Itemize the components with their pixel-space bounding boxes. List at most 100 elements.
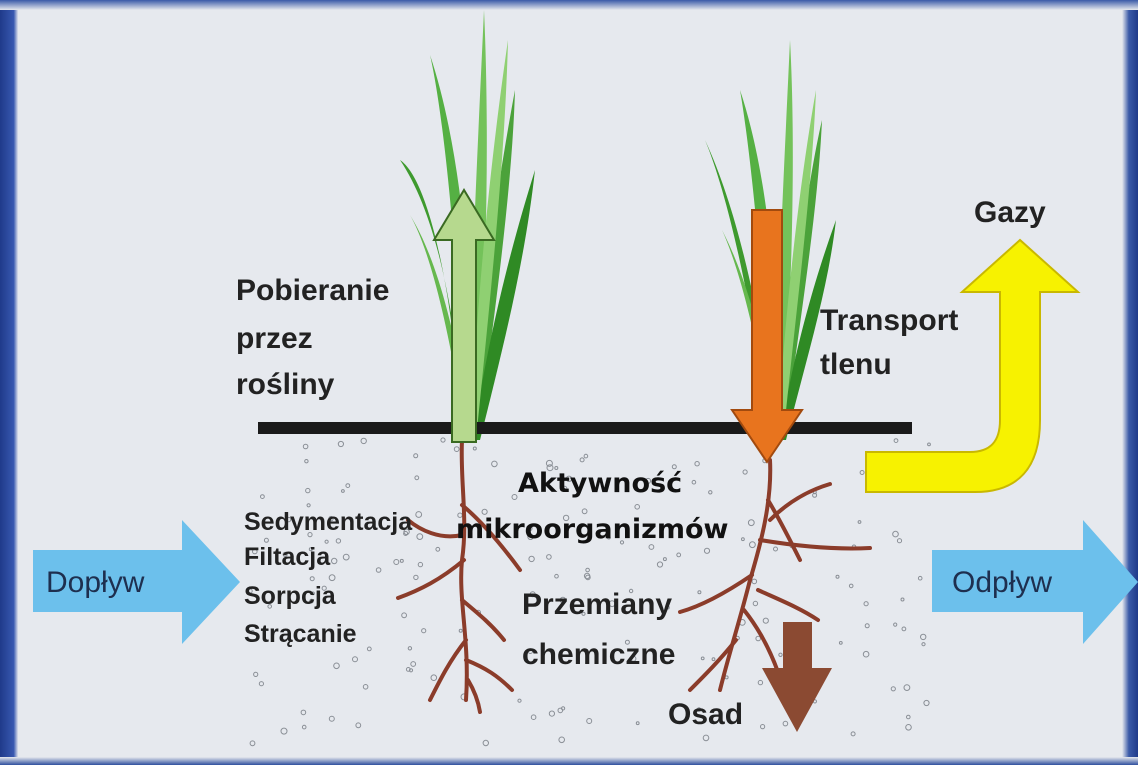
soil-particle [394,560,399,565]
soil-particle [310,577,314,581]
soil-particle [334,663,340,669]
soil-particle [701,657,704,660]
processes-label: Sedymentacja Filtacja Sorpcja Strącanie [244,508,419,648]
activity-line-2: mikroorganizmów [456,514,728,545]
soil-particle [518,699,521,702]
soil-particle [261,495,265,499]
soil-particle [897,539,901,543]
inflow-label: Dopływ [46,566,145,599]
soil-particle [748,520,754,526]
soil-particle [893,531,899,537]
soil-particle [555,574,559,578]
soil-particle [663,558,666,561]
ground-surface-line [258,422,912,434]
soil-particle [559,737,565,743]
soil-particle [342,490,345,493]
soil-particle [250,741,255,746]
soil-particle [712,658,715,661]
soil-particle [307,504,310,507]
soil-particle [415,476,419,480]
soil-particle [376,568,381,573]
soil-particle [346,484,350,488]
soil-particle [928,443,931,446]
sediment-label: Osad [668,698,743,731]
soil-particle [343,554,349,560]
soil-particle [657,562,662,567]
soil-particle [774,547,778,551]
process-filtration: Filtacja [244,543,331,571]
soil-particle [865,624,869,628]
soil-particle [907,715,911,719]
process-sorption: Sorpcja [244,582,337,610]
soil-particle [698,591,701,594]
activity-line-1: Aktywność [518,468,682,499]
soil-particle [546,460,552,466]
soil-particle [709,491,712,494]
soil-particle [851,732,855,736]
soil-particle [281,728,287,734]
soil-particle [529,556,534,561]
soil-particle [492,461,498,467]
soil-particle [904,685,910,691]
microbial-activity-label: Aktywność mikroorganizmów [456,468,728,545]
soil-particle [483,740,488,745]
soil-particle [562,707,565,710]
soil-particle [414,454,418,458]
soil-particle [363,685,368,690]
chemical-transformations-label: Przemiany chemiczne [522,588,680,671]
soil-particle [301,710,306,715]
soil-particle [695,462,699,466]
soil-particle [692,480,696,484]
soil-particle [636,722,639,725]
gas-arrow [866,240,1078,492]
gases-label: Gazy [974,196,1046,229]
soil-particle [580,458,584,462]
soil-particle [704,548,709,553]
soil-particle [894,439,898,443]
soil-particle [306,488,310,492]
soil-particle [431,675,437,681]
soil-particle [750,542,756,548]
soil-particle [454,447,459,452]
soil-particle [259,682,263,686]
soil-particle [906,725,912,731]
soil-particle [356,723,361,728]
soil-particle [418,562,422,566]
uptake-line-1: Pobieranie [236,274,389,307]
soil-particle [436,547,440,551]
soil-particle [918,576,922,580]
soil-particle [353,657,358,662]
soil-particle [587,719,592,724]
soil-particle [422,629,426,633]
soil-particle [408,647,411,650]
soil-particle [922,643,925,646]
soil-particle [849,584,853,588]
process-sedimentation: Sedymentacja [244,508,413,536]
chemical-line-2: chemiczne [522,638,675,671]
soil-particle [752,579,757,584]
soil-particle [586,568,590,572]
soil-particle [902,627,906,631]
soil-particle [302,725,306,729]
soil-particle [441,438,445,442]
transport-line-2: tlenu [820,348,892,381]
transport-line-1: Transport [820,304,958,337]
soil-particle [924,700,929,705]
soil-particle [649,545,654,550]
soil-particle [839,642,842,645]
soil-particle [338,441,343,446]
soil-particle [547,555,552,560]
soil-particle [305,460,308,463]
process-precipitation: Strącanie [244,620,357,648]
soil-particle [400,559,403,562]
soil-particle [743,470,747,474]
soil-particle [402,613,407,618]
soil-particle [779,653,782,656]
soil-particle [863,651,869,657]
soil-particle [753,601,757,605]
soil-particle [864,602,868,606]
soil-particle [584,454,588,458]
soil-particle [531,715,536,720]
soil-particle [860,471,864,475]
soil-particle [361,438,366,443]
